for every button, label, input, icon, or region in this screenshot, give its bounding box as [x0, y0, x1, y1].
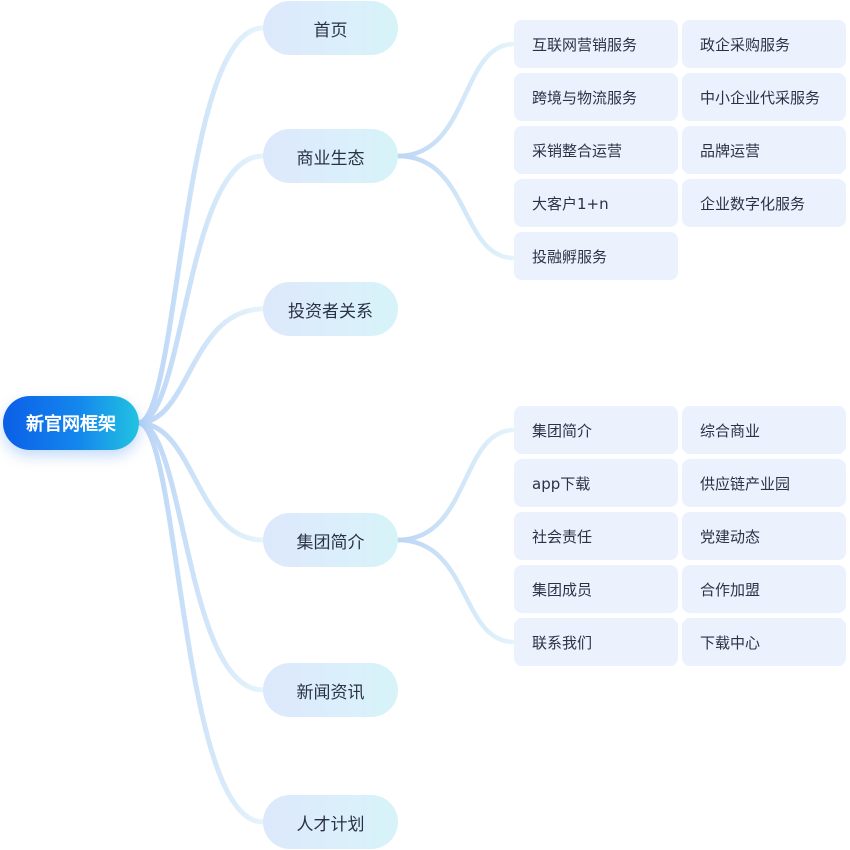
- leaf-node[interactable]: 投融孵服务: [514, 232, 678, 280]
- branch-node-label: 商业生态: [296, 148, 365, 169]
- branch-node-home[interactable]: 首页: [263, 1, 398, 55]
- leaf-node[interactable]: 互联网营销服务: [514, 20, 678, 68]
- leaf-node[interactable]: 中小企业代采服务: [682, 73, 846, 121]
- branch-node-label: 集团简介: [296, 532, 365, 553]
- connector-root-to-talent: [135, 420, 266, 825]
- branch-node-investor-relations[interactable]: 投资者关系: [263, 282, 398, 336]
- leaf-node[interactable]: 采销整合运营: [514, 126, 678, 174]
- leaf-node[interactable]: 综合商业: [682, 406, 846, 454]
- leaf-node[interactable]: 供应链产业园: [682, 459, 846, 507]
- branch-node-label: 投资者关系: [288, 301, 373, 322]
- leaf-node[interactable]: 党建动态: [682, 512, 846, 560]
- branch-node-talent[interactable]: 人才计划: [263, 795, 398, 849]
- connector-ecosystem-top: [395, 41, 517, 159]
- root-node[interactable]: 新官网框架: [3, 396, 139, 450]
- leaf-node[interactable]: app下载: [514, 459, 678, 507]
- leaf-node[interactable]: 跨境与物流服务: [514, 73, 678, 121]
- connector-root-to-ecosystem: [135, 153, 266, 426]
- branch-node-label: 首页: [313, 20, 348, 41]
- branch-node-news[interactable]: 新闻资讯: [263, 663, 398, 717]
- leaf-node[interactable]: 联系我们: [514, 618, 678, 666]
- leaf-node[interactable]: 大客户1+n: [514, 179, 678, 227]
- root-node-label: 新官网框架: [26, 414, 116, 435]
- leaf-node[interactable]: 企业数字化服务: [682, 179, 846, 227]
- connector-ecosystem-bottom: [395, 153, 517, 261]
- leaf-node[interactable]: 下载中心: [682, 618, 846, 666]
- leaf-node[interactable]: 品牌运营: [682, 126, 846, 174]
- connector-root-to-home: [135, 25, 266, 426]
- connector-root-to-group: [135, 420, 266, 543]
- leaf-node[interactable]: 集团成员: [514, 565, 678, 613]
- connector-group-top: [395, 427, 517, 543]
- leaf-node[interactable]: 社会责任: [514, 512, 678, 560]
- branch-node-label: 人才计划: [296, 814, 365, 835]
- branch-node-ecosystem[interactable]: 商业生态: [263, 129, 398, 183]
- branch-node-group-intro[interactable]: 集团简介: [263, 513, 398, 567]
- leaf-node[interactable]: 政企采购服务: [682, 20, 846, 68]
- leaf-node[interactable]: 集团简介: [514, 406, 678, 454]
- connector-group-bottom: [395, 537, 517, 645]
- connector-root-to-investor: [135, 306, 266, 426]
- leaf-node[interactable]: 合作加盟: [682, 565, 846, 613]
- connector-root-to-news: [135, 420, 266, 693]
- branch-node-label: 新闻资讯: [296, 682, 365, 703]
